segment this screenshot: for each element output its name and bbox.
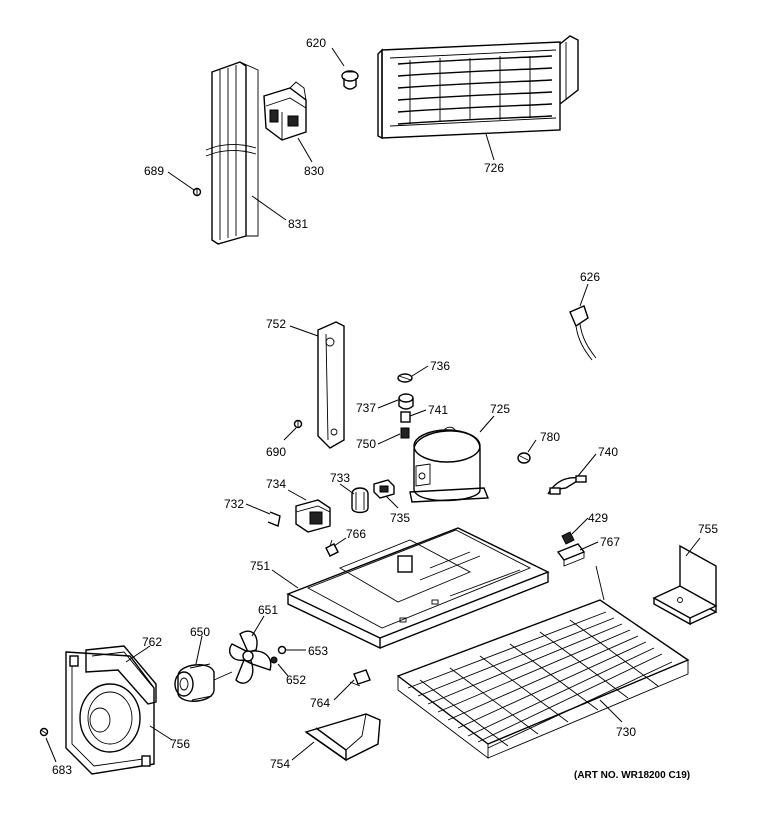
clip-736 xyxy=(397,373,413,383)
label-830: 830 xyxy=(304,164,324,178)
label-689: 689 xyxy=(144,164,164,178)
grommet-737 xyxy=(398,393,414,410)
clip-764 xyxy=(349,669,371,687)
label-780: 780 xyxy=(540,430,560,444)
label-755: 755 xyxy=(698,522,718,536)
label-766: 766 xyxy=(346,527,366,541)
clip-766 xyxy=(325,539,339,557)
label-653: 653 xyxy=(308,644,328,658)
control-830 xyxy=(263,81,307,141)
relay-734 xyxy=(295,499,331,533)
label-752: 752 xyxy=(266,317,286,331)
power-cord-626 xyxy=(569,305,597,361)
part-labels: 620 726 830 689 831 626 752 736 737 741 … xyxy=(52,36,718,777)
label-741: 741 xyxy=(428,403,448,417)
overload-733 xyxy=(351,487,369,514)
fan-shroud-756 xyxy=(65,651,155,775)
bracket-752 xyxy=(317,321,345,449)
label-733: 733 xyxy=(330,471,350,485)
label-620: 620 xyxy=(306,36,326,50)
clip-732 xyxy=(267,511,281,527)
fan-motor-650 xyxy=(174,663,233,702)
label-725: 725 xyxy=(490,402,510,416)
label-764: 764 xyxy=(310,696,330,710)
label-737: 737 xyxy=(356,401,376,415)
part-620 xyxy=(341,70,359,90)
label-736: 736 xyxy=(430,359,450,373)
bracket-755 xyxy=(652,544,718,626)
fan-blade-651 xyxy=(228,630,272,684)
label-732: 732 xyxy=(224,497,244,511)
art-number: (ART NO. WR18200 C19) xyxy=(574,770,690,781)
bracket-767 xyxy=(556,543,586,567)
label-730: 730 xyxy=(616,725,636,739)
label-650: 650 xyxy=(190,625,210,639)
condenser-coil-726 xyxy=(377,35,579,140)
label-762: 762 xyxy=(142,635,162,649)
compressor-725 xyxy=(409,426,490,503)
label-767: 767 xyxy=(600,535,620,549)
sleeve-741 xyxy=(400,411,411,423)
drain-tray-754 xyxy=(304,713,381,762)
wire-harness-740 xyxy=(547,475,587,495)
label-750: 750 xyxy=(356,437,376,451)
label-626: 626 xyxy=(580,270,600,284)
label-735: 735 xyxy=(390,511,410,525)
label-751: 751 xyxy=(250,559,270,573)
washer-750 xyxy=(400,427,410,439)
vertical-channel-831 xyxy=(205,61,259,245)
label-690: 690 xyxy=(266,445,286,459)
label-652: 652 xyxy=(286,673,306,687)
label-429: 429 xyxy=(588,511,608,525)
screw-683 xyxy=(39,727,49,737)
label-726: 726 xyxy=(484,161,504,175)
screw-690 xyxy=(293,419,303,429)
part-429 xyxy=(561,531,575,545)
screw-689 xyxy=(192,187,202,197)
label-734: 734 xyxy=(266,477,286,491)
base-pan-751 xyxy=(286,527,550,650)
terminal-735 xyxy=(373,479,395,499)
leader-lines xyxy=(45,47,701,763)
evaporator-coil-730 xyxy=(396,565,690,759)
washer-652 xyxy=(270,656,278,664)
label-754: 754 xyxy=(270,757,290,771)
label-651: 651 xyxy=(258,603,278,617)
label-756: 756 xyxy=(170,737,190,751)
nut-653 xyxy=(277,645,287,655)
label-831: 831 xyxy=(288,217,308,231)
label-683: 683 xyxy=(52,763,72,777)
duct-762 xyxy=(85,645,157,705)
label-740: 740 xyxy=(598,445,618,459)
part-780 xyxy=(517,452,531,464)
